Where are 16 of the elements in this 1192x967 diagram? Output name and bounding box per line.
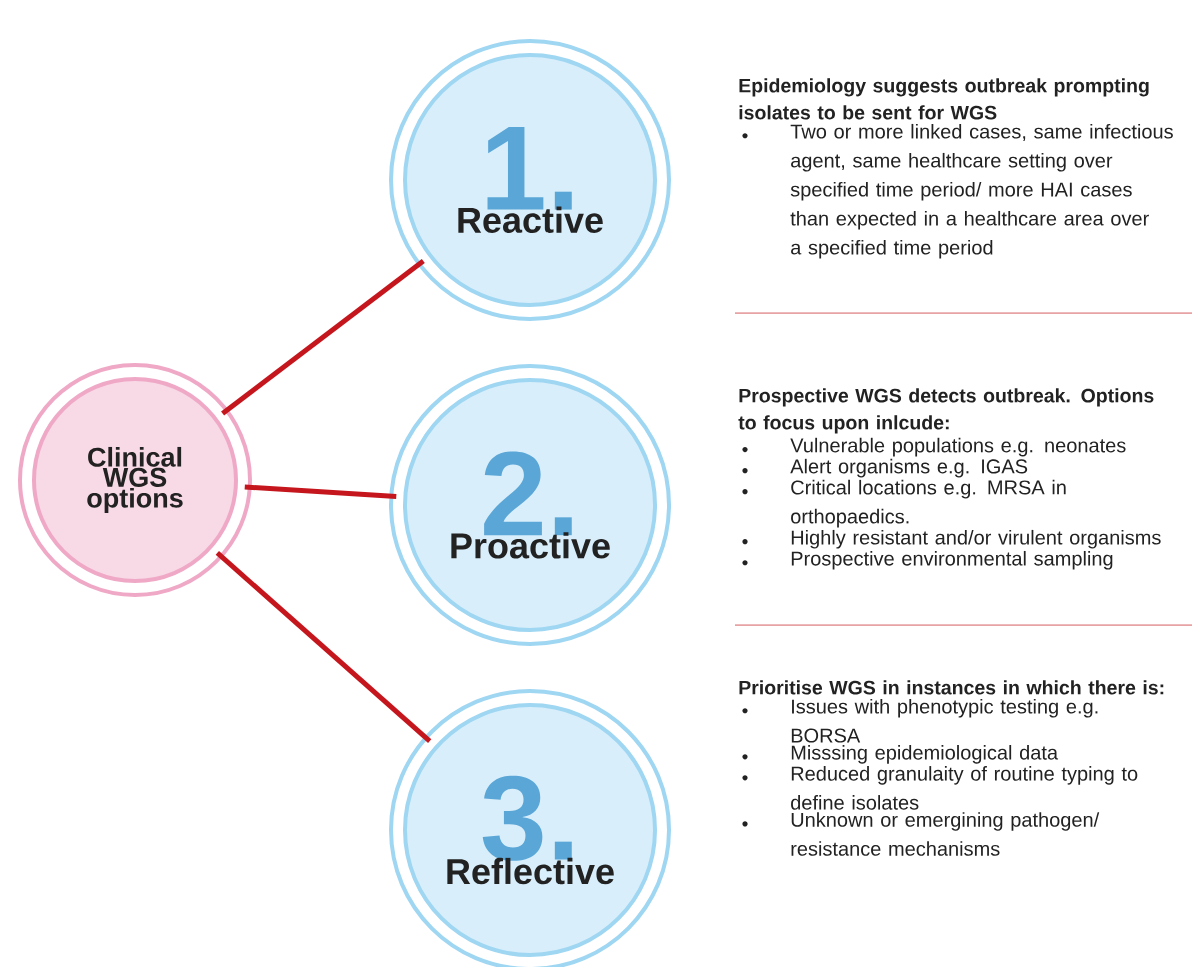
bullet-text: Highly resistant and/or virulent organisms (791, 529, 1161, 549)
connector-line (244, 484, 397, 500)
connector-line (221, 259, 425, 416)
connector-line (215, 551, 432, 744)
bullet-text: Two or more linked cases, same infectious agent, same healthcare setting over specified time period/ more HAI cases than expected in a healthcare area over a specified time period (790, 123, 1173, 259)
bullet-text: Misssing epidemiological data (791, 745, 1059, 764)
panel-heading: Prospective WGS detects outbreak. Options to focus upon inlcude: (738, 388, 1154, 434)
bullet-text: Vulnerable populations e.g. neonates (790, 437, 1126, 457)
bullet-text: Critical locations e.g. MRSA in orthopaedics. (791, 479, 1066, 528)
panel-heading: Epidemiology suggests outbreak prompting isolates to be sent for WGS (739, 78, 1149, 120)
bullet-text: Alert organisms e.g. IGAS (790, 458, 1028, 478)
bullet-text: Reduced granulaity of routine typing to define isolates (791, 766, 1138, 810)
bullet-text: Prospective environmental sampling (791, 550, 1113, 570)
panel-heading: Prioritise WGS in instances in which there is: (739, 680, 1164, 695)
bullet-text: Issues with phenotypic testing e.g. BORSA (791, 698, 1098, 743)
bullet-text: Unknown or emergining pathogen/ resistance mechanisms (791, 812, 1100, 856)
